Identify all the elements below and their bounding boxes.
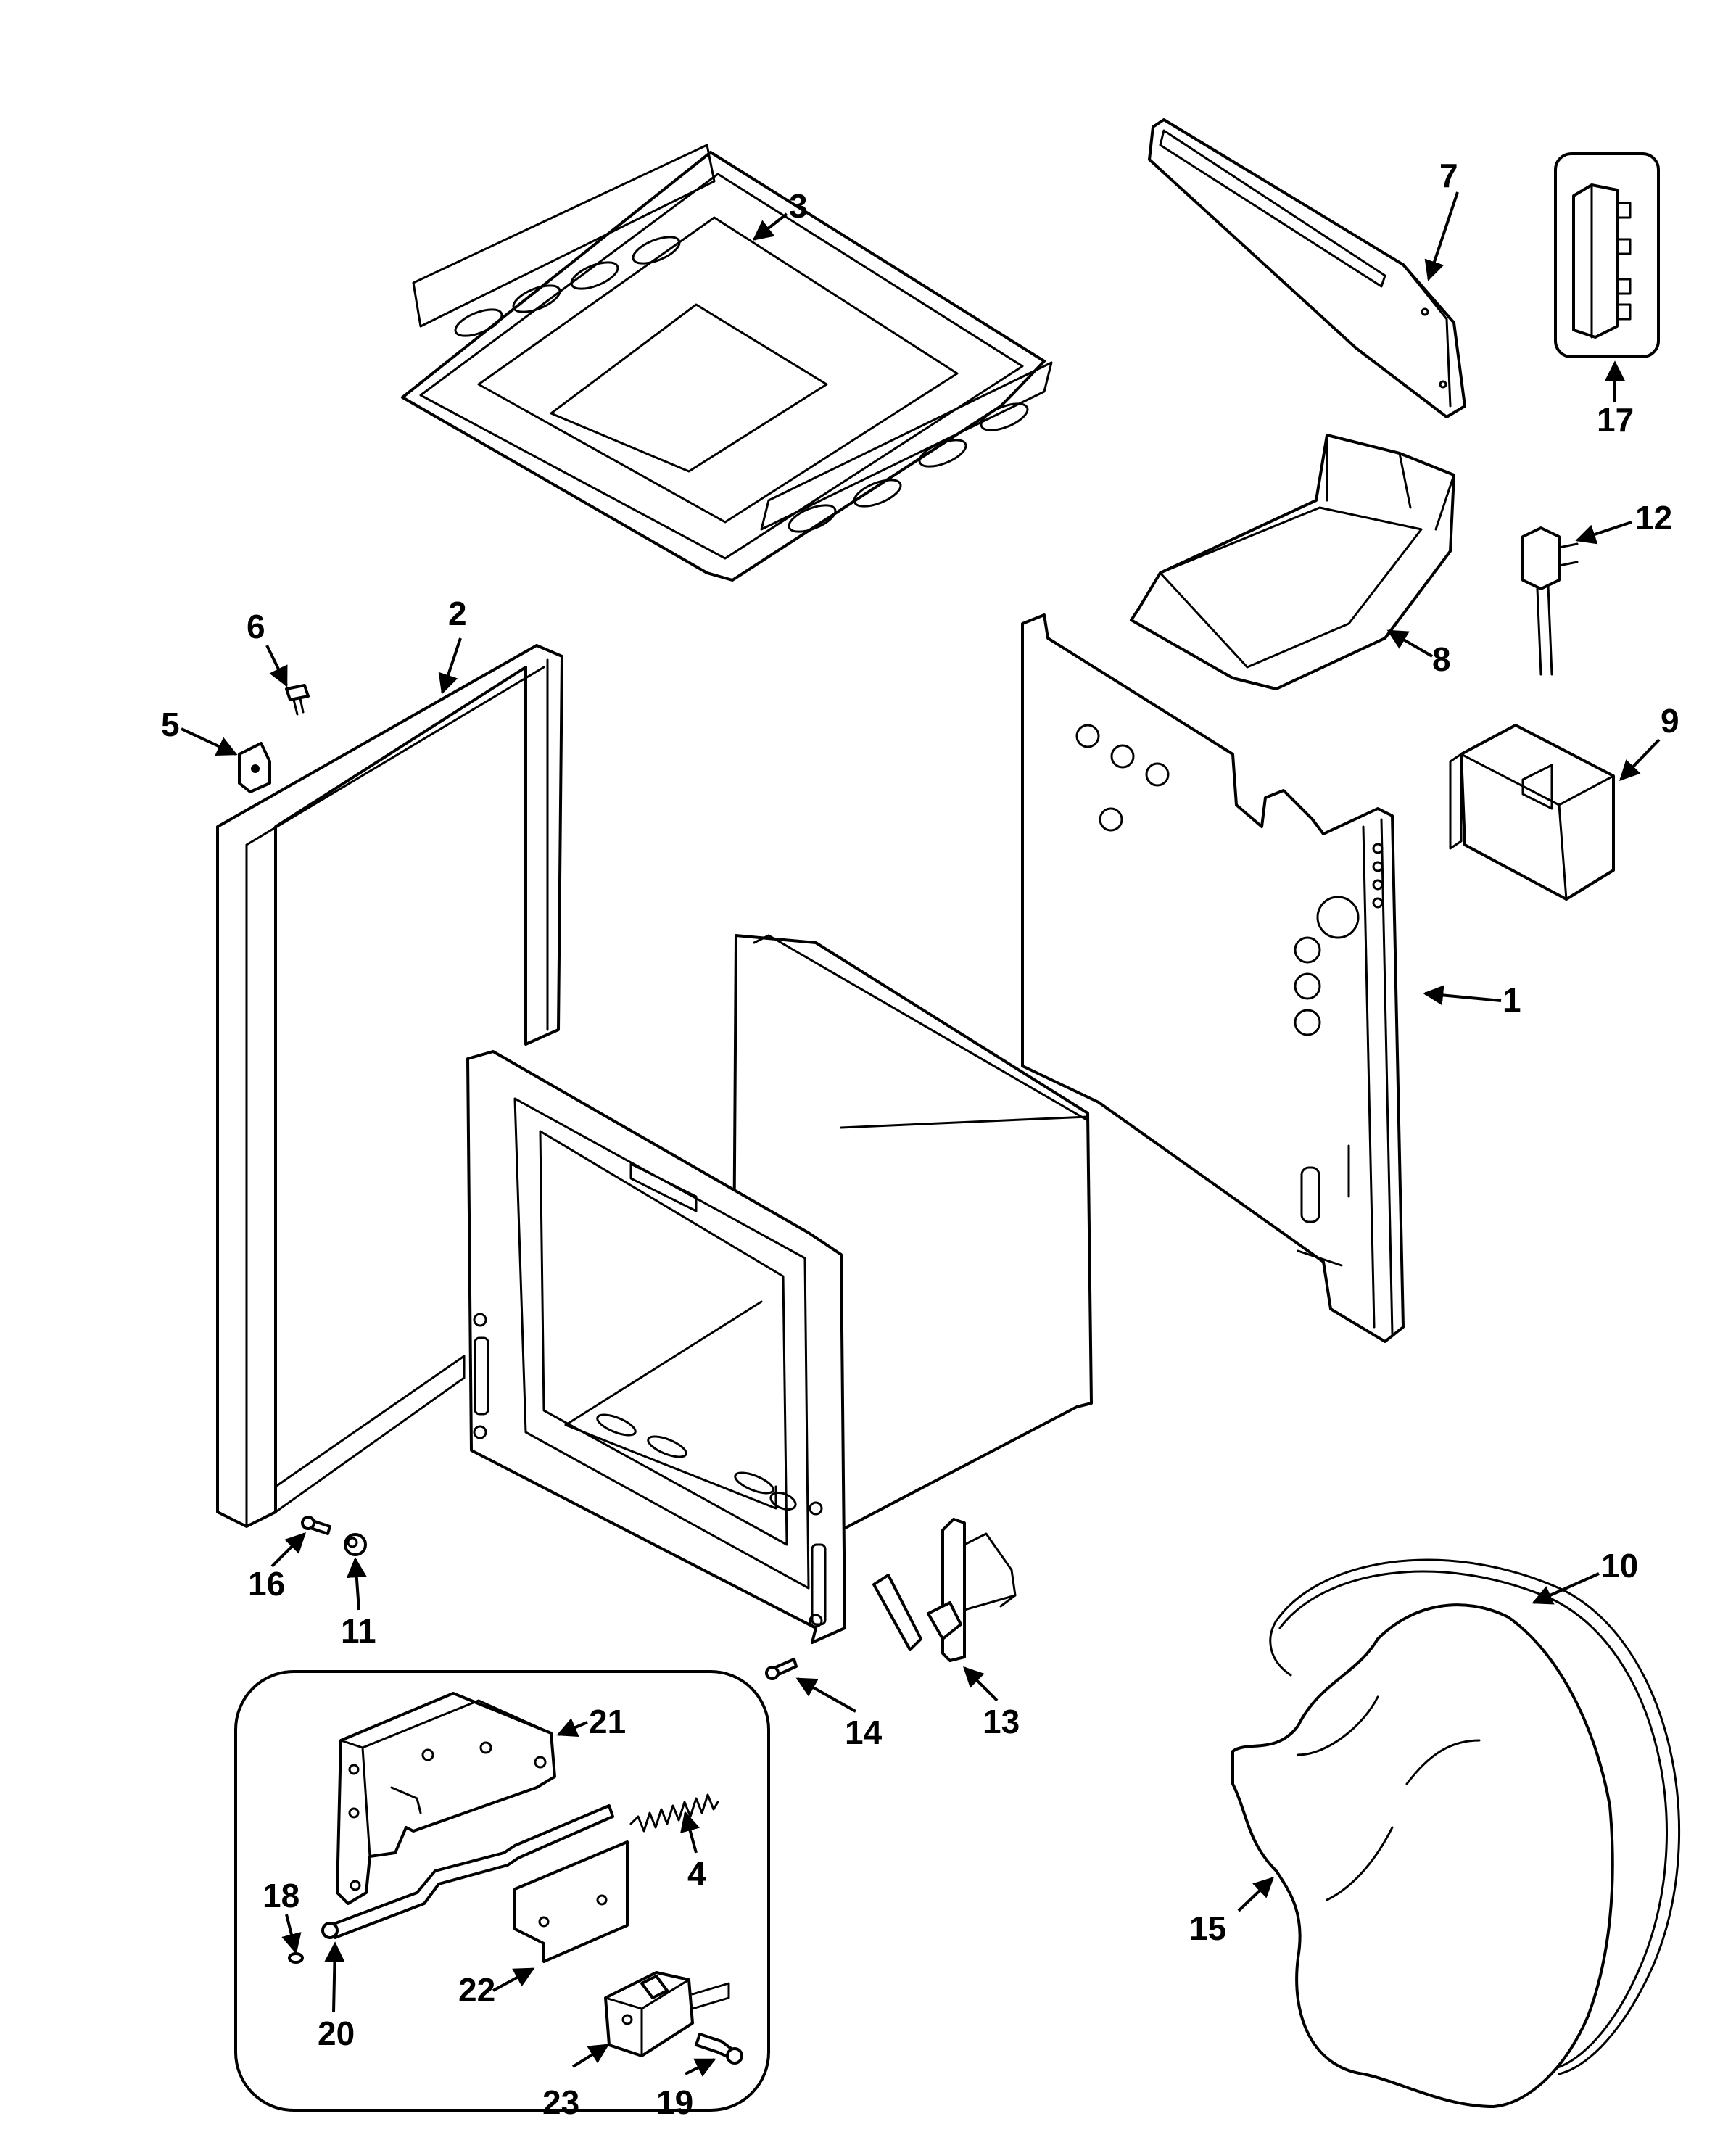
callout-19: 19 [656, 2083, 693, 2121]
part-17-terminal-block [1554, 152, 1660, 358]
callout-16: 16 [248, 1565, 285, 1603]
callout-22: 22 [458, 1971, 495, 2009]
part-2-front-frame [216, 644, 563, 1528]
callout-6: 6 [247, 608, 265, 645]
part-11-bumper [344, 1533, 367, 1556]
part-22-plate [513, 1840, 629, 1963]
leader-lines [181, 191, 1661, 2077]
part-9-junction-box [1449, 724, 1615, 901]
part-18-pin [288, 1952, 304, 1964]
callout-14: 14 [845, 1714, 883, 1751]
part-4-spring [629, 1793, 719, 1833]
part-3-top-tray [401, 144, 1053, 582]
part-19-screw [695, 2033, 743, 2065]
callout-10: 10 [1601, 1547, 1638, 1584]
part-1-side-panel [1021, 613, 1405, 1343]
part-12-power-cord [1521, 526, 1579, 676]
part-20-latch-rod [321, 1804, 614, 1939]
callout-11: 11 [341, 1612, 376, 1650]
part-14-screw [765, 1658, 798, 1680]
part-15-insulation [1231, 1603, 1614, 2108]
callout-5: 5 [161, 706, 180, 743]
part-6-screw [285, 684, 310, 716]
part-16-screw [301, 1516, 331, 1535]
part-13-door-hinge [872, 1518, 1017, 1662]
callout-4: 4 [687, 1855, 706, 1893]
part-8-vent-trim [1130, 434, 1455, 690]
callout-20: 20 [318, 2015, 355, 2052]
part-21-bracket [336, 1692, 556, 1905]
callout-18: 18 [263, 1877, 299, 1914]
callout-15: 15 [1189, 1909, 1226, 1947]
callout-13: 13 [983, 1703, 1020, 1740]
callout-12: 12 [1635, 499, 1672, 537]
oven-front-frame [466, 1050, 846, 1644]
part-5-clip [238, 742, 271, 793]
callout-8: 8 [1432, 640, 1451, 678]
callout-7: 7 [1439, 157, 1458, 194]
latch-inset [234, 1670, 770, 2112]
callout-9: 9 [1661, 702, 1679, 740]
callout-17: 17 [1597, 401, 1634, 439]
part-10-gasket [1269, 1558, 1681, 2075]
callout-2: 2 [448, 595, 467, 632]
callout-21: 21 [589, 1703, 626, 1740]
callouts: 1 2 3 4 5 6 7 8 9 10 11 12 13 14 15 16 1… [161, 157, 1679, 2121]
part-7-vent-duct [1148, 118, 1466, 418]
callout-3: 3 [789, 187, 808, 225]
callout-1: 1 [1503, 981, 1521, 1019]
callout-23: 23 [542, 2083, 579, 2121]
